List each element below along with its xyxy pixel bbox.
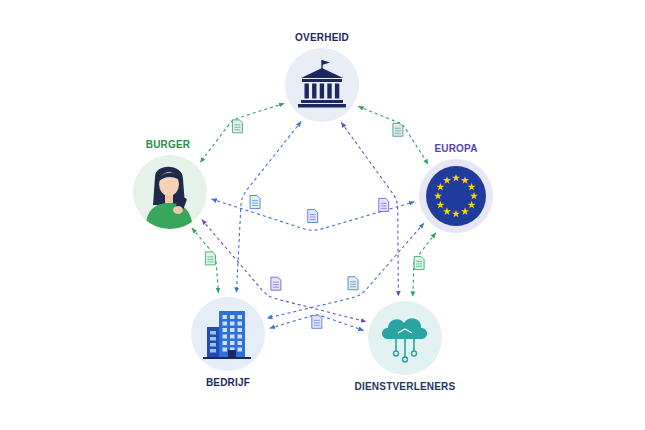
document-icon [312, 315, 322, 328]
actor-label: EUROPA [431, 142, 480, 155]
exchange-arrow [192, 228, 219, 293]
exchange-arrow [413, 233, 436, 297]
citizen-icon [145, 167, 193, 233]
cloud-icon [382, 318, 427, 362]
document-icon [232, 120, 242, 133]
circle-ground [285, 48, 359, 122]
exchange-arrow [236, 121, 301, 292]
circle-ground [368, 301, 442, 375]
actor-label: OVERHEID [292, 31, 352, 44]
actor-icon [419, 159, 493, 233]
exchange-arrow [211, 199, 414, 230]
actor-icon [285, 48, 359, 122]
actor-circle: DIENSTVERLENERS [368, 301, 442, 375]
document-icon [348, 277, 358, 290]
actor-icon [191, 297, 265, 371]
circle-ground [191, 297, 265, 371]
eu-icon [426, 166, 486, 226]
document-icon [379, 198, 389, 211]
document-icon [205, 252, 215, 265]
actor-icon [368, 301, 442, 375]
actor-circle: BEDRIJF [191, 297, 265, 371]
gov-icon [298, 60, 346, 108]
exchange-arrow [200, 103, 284, 162]
actor-label: BURGER [143, 138, 194, 151]
exchange-arrow [358, 106, 428, 164]
actor-label: DIENSTVERLENERS [352, 380, 459, 393]
document-icon [308, 209, 318, 222]
document-icon [271, 277, 281, 290]
document-icon [414, 256, 424, 269]
actor-circle: OVERHEID [285, 48, 359, 122]
actor-icon [133, 155, 207, 229]
company-icon [203, 311, 251, 359]
actor-label: BEDRIJF [203, 376, 253, 389]
document-icon [250, 195, 260, 208]
actor-circle: EUROPA [419, 159, 493, 233]
document-icon [393, 123, 403, 136]
circle-ground [419, 159, 493, 233]
actor-circle: BURGER [133, 155, 207, 229]
exchange-arrow [270, 315, 364, 330]
